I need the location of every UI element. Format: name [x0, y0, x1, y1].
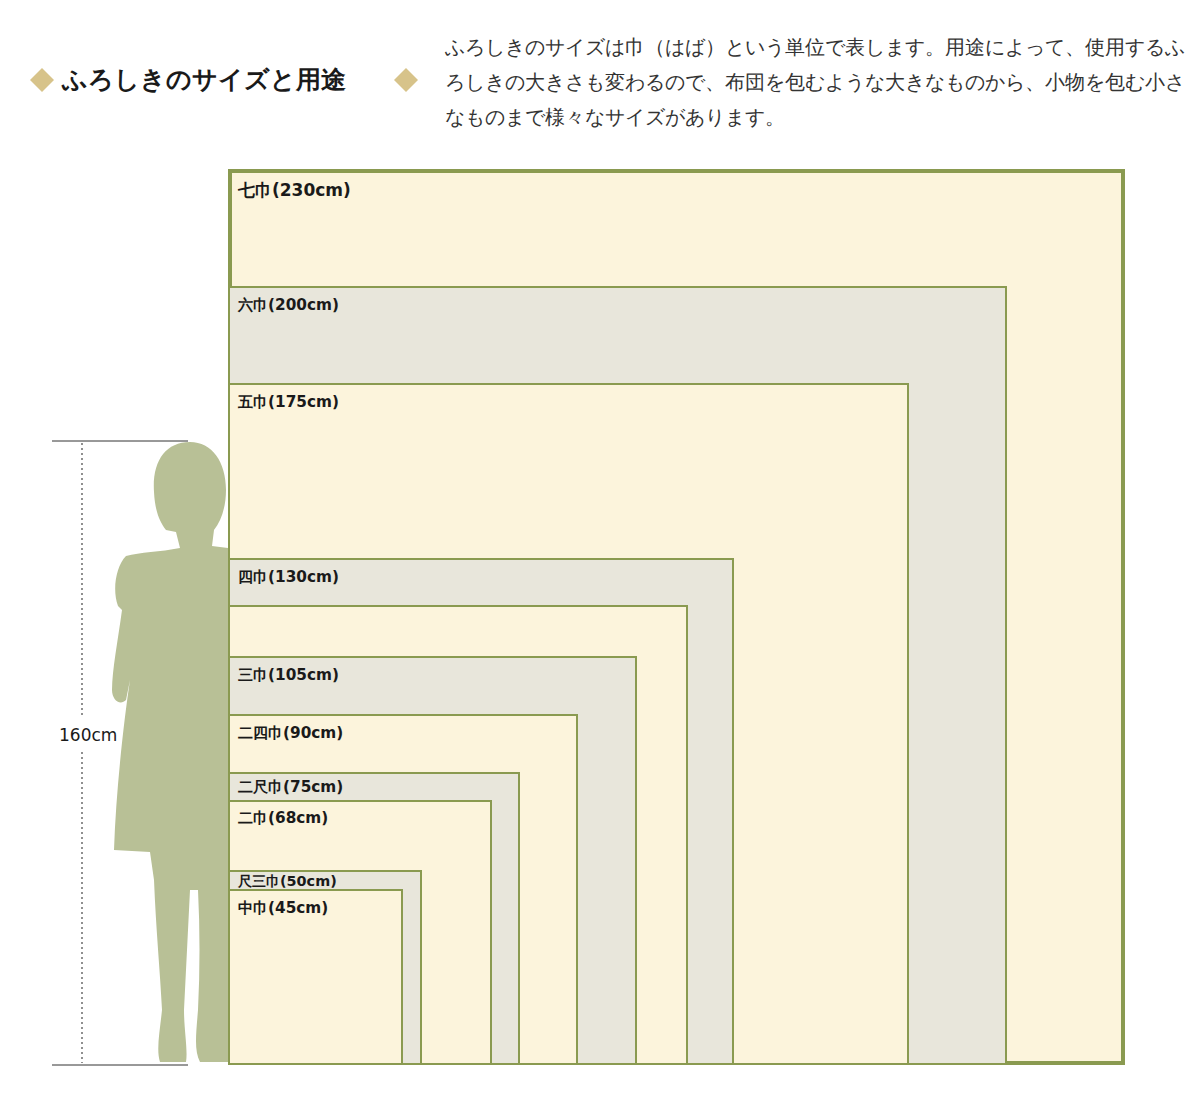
- title-diamond: [394, 68, 418, 92]
- size-label: 三巾(105cm): [238, 666, 635, 684]
- size-label: 六巾(200cm): [238, 296, 1005, 314]
- size-square: 二巾(68cm) 尺三巾(50cm) 中巾(45cm): [228, 800, 492, 1065]
- size-square: 七巾(230cm) 六巾(200cm) 五巾(175cm) 四巾(130cm) 三巾(1…: [228, 169, 1125, 1065]
- title: ふろしきのサイズと用途: [62, 62, 346, 98]
- dimension-line: [81, 752, 82, 1063]
- size-square: 六巾(200cm) 五巾(175cm) 四巾(130cm) 三巾(105cm) 二四巾(…: [228, 286, 1007, 1065]
- dimension-tick: [52, 441, 188, 442]
- size-label: 四巾(130cm): [238, 568, 732, 586]
- title-diamond: [30, 68, 54, 92]
- size-label: 五巾(175cm): [238, 393, 907, 411]
- size-square: 二四巾(90cm) 二尺巾(75cm) 二巾(68cm) 尺三巾(50cm) 中巾(45…: [228, 714, 578, 1065]
- size-label: 二巾(68cm): [238, 809, 490, 827]
- size-label: 二尺巾(75cm): [238, 778, 518, 796]
- size-square: 二尺巾(75cm) 二巾(68cm) 尺三巾(50cm) 中巾(45cm): [228, 772, 520, 1065]
- size-label: 二四巾(90cm): [238, 724, 576, 742]
- size-label: 中巾(45cm): [238, 899, 401, 917]
- description: ふろしきのサイズは巾（はば）という単位で表します。用途によって、使用するふろしき…: [445, 30, 1187, 135]
- size-square: 四巾(130cm) 三巾(105cm) 二四巾(90cm) 二尺巾(75cm) 二巾(6…: [228, 558, 734, 1065]
- dimension-tick: [52, 1065, 188, 1066]
- size-square: 三巾(105cm) 二四巾(90cm) 二尺巾(75cm) 二巾(68cm) 尺三巾(5…: [228, 656, 637, 1065]
- size-square: 尺三巾(50cm) 中巾(45cm): [228, 870, 422, 1065]
- size-label: 七巾(230cm): [238, 181, 1121, 199]
- dimension-line: [81, 443, 82, 718]
- size-label: 尺三巾(50cm): [238, 873, 420, 890]
- dimension-label: 160cm: [58, 725, 118, 745]
- size-square: 五巾(175cm) 四巾(130cm) 三巾(105cm) 二四巾(90cm) 二尺巾(…: [228, 383, 909, 1065]
- person-silhouette: [112, 442, 228, 1062]
- size-square: 中巾(45cm): [228, 889, 403, 1065]
